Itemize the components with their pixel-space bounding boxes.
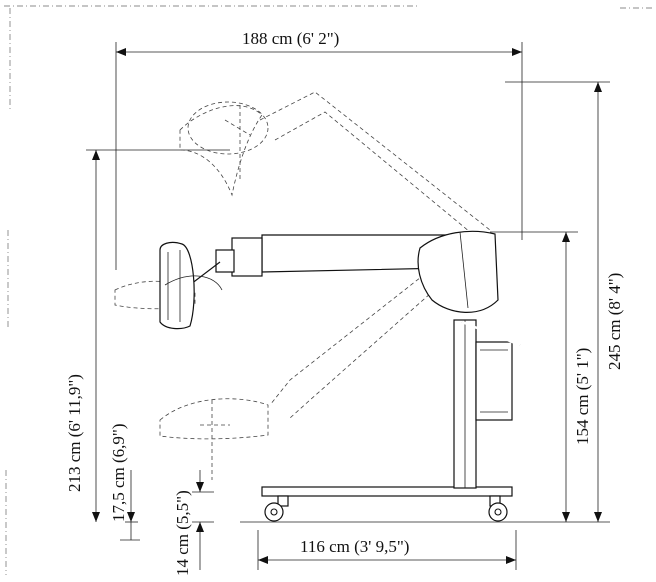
label-mast-height: 154 cm (5' 1") bbox=[573, 348, 592, 445]
lift-boom bbox=[169, 230, 499, 313]
dimension-lift-range bbox=[86, 149, 230, 522]
dimension-base-width bbox=[257, 530, 517, 570]
dimension-ground-clearance bbox=[192, 470, 214, 570]
sling-frame bbox=[159, 241, 223, 330]
page-frame bbox=[4, 5, 652, 575]
lift-base bbox=[261, 486, 513, 522]
push-handle bbox=[461, 320, 521, 347]
label-base-width: 116 cm (3' 9,5") bbox=[300, 537, 409, 556]
ghost-boom-lower bbox=[114, 269, 441, 480]
lift-mast bbox=[453, 319, 513, 489]
dimension-max-height bbox=[505, 81, 610, 523]
ghost-boom-upper bbox=[179, 91, 491, 233]
dimension-low-clearance bbox=[120, 470, 140, 541]
dimension-mast-height bbox=[490, 231, 578, 522]
label-ground-clearance: 14 cm (5,5") bbox=[173, 490, 192, 576]
label-max-height: 245 cm (8' 4") bbox=[605, 273, 624, 370]
label-reach-width: 188 cm (6' 2") bbox=[242, 29, 339, 48]
dimension-reach-width bbox=[115, 42, 523, 270]
label-low-clearance: 17,5 cm (6,9") bbox=[109, 423, 128, 522]
label-lift-range: 213 cm (6' 11,9") bbox=[65, 374, 84, 492]
